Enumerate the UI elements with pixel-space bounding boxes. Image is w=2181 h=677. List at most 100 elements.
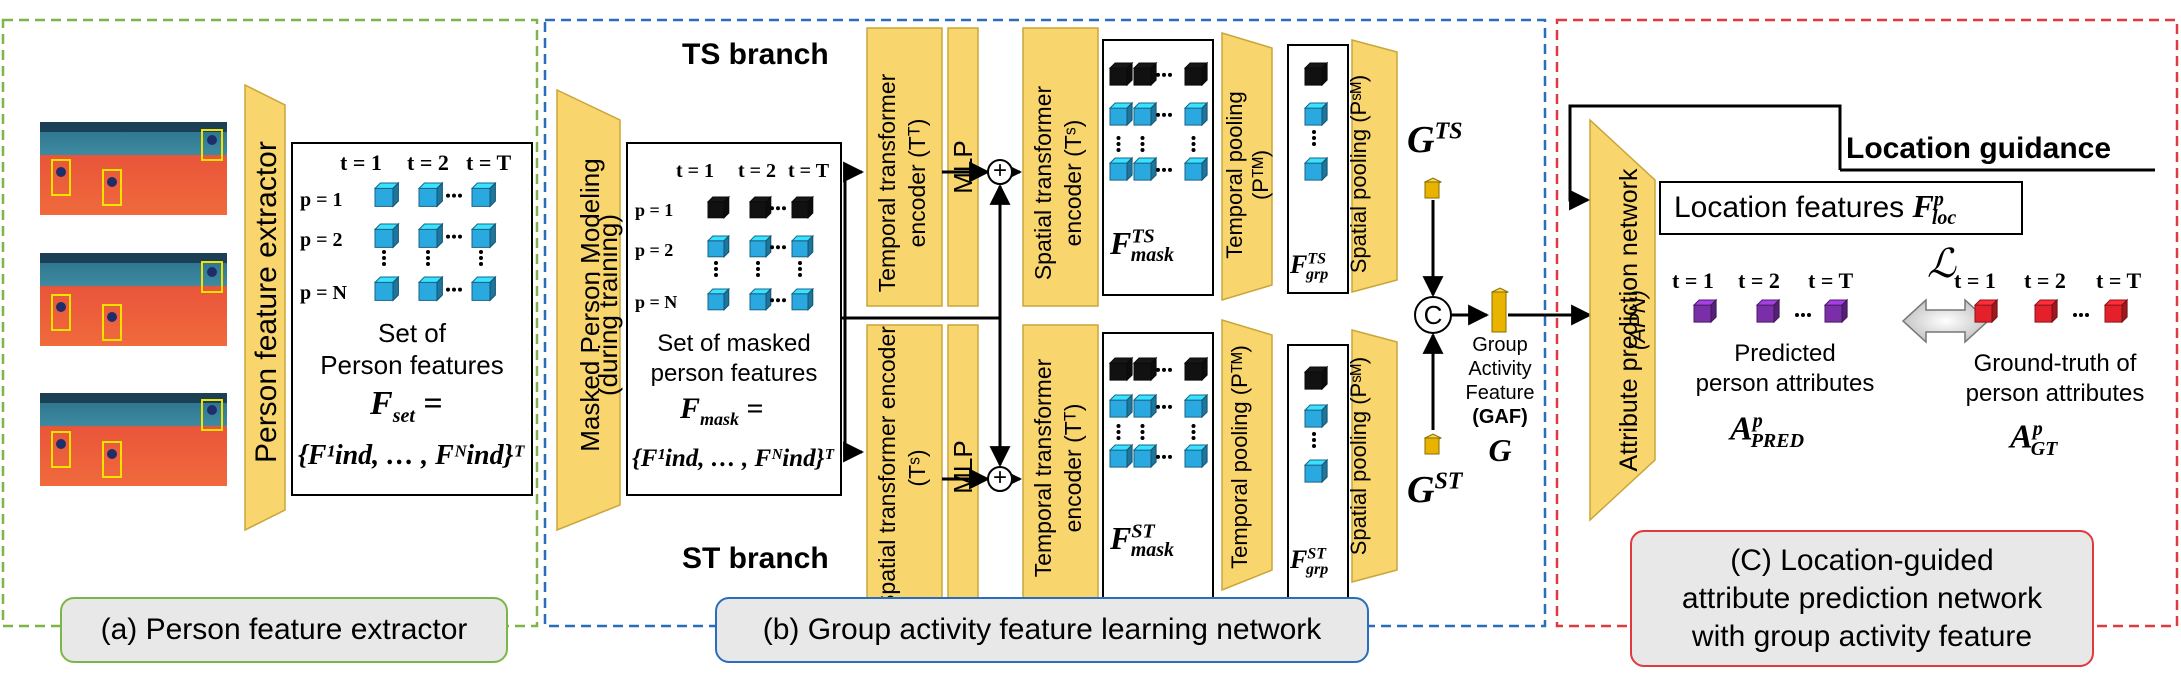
g-st-cube [1423,433,1443,455]
st-fmask-cube-r0-c2 [1183,356,1209,382]
g-ts-label: GTS [1407,118,1463,161]
ts-fmask-cube-r1-c1 [1132,101,1158,127]
a-grid-cube-r2-c2 [470,275,497,302]
person-feature-extractor-label: Person feature extractor [250,141,283,463]
ts-mlp-label: MLP [948,140,978,194]
a-set-caption-1: Set of [378,318,446,348]
video-frame-1 [40,122,227,215]
ts-temporal-encoder-block [866,27,943,307]
st-plus-node [987,466,1013,492]
pred-header-t1: t = 1 [1672,268,1714,293]
ts-plus-symbol: + [992,157,1007,184]
a-row-p2: p = 2 [300,229,343,251]
ts-plus-node [987,159,1013,185]
a-grid-cube-r1-c0 [373,222,400,249]
a-grid-cube-r1-c2 [470,222,497,249]
loss-symbol: ℒ [1927,241,1956,286]
a-grid-header-tT: t = T [466,150,512,175]
gaf-symbol: G [1488,432,1512,468]
st-fmask-label: FSTmask [1110,520,1175,562]
gt-header-t1: t = 1 [1954,268,1996,293]
b-grid-header-t1: t = 1 [676,160,715,182]
st-fmask-vdots-c0 [1116,424,1121,440]
pred-cube-2 [1823,298,1849,324]
st-fgrp-cube-0 [1303,365,1329,391]
pred-caption-1: Predicted [1734,340,1836,367]
ts-fmask-cube-r2-c1 [1132,156,1158,182]
b-grid-cube-r2-c1 [748,287,773,312]
a-grid-cube-r1-c1 [417,222,444,249]
apn-sub: (APN) [1625,290,1650,350]
ts-temporal-encoder-label: Temporal transformer encoder (Tᵀ) [874,73,930,293]
b-grid-hdots-r1 [770,245,786,250]
gt-caption-1: Ground-truth of [1973,350,2137,377]
gt-hdots [2073,313,2089,317]
pred-header-tT: t = T [1808,268,1854,293]
panel-c-caption: (C) Location-guided attribute prediction… [1630,530,2094,667]
a-grid-header-t1: t = 1 [340,150,382,175]
panel-c-caption-line-1: (C) Location-guided [1730,543,1994,577]
apn-block [1589,118,1656,522]
masked-features-box [626,142,842,496]
b-grid-vdots-c2 [798,261,802,277]
a-grid-cube-r0-c0 [373,181,400,208]
gt-header-tT: t = T [2096,268,2142,293]
a-set-formula-rhs: {F¹ind, … , Fᴺind}ᵀ [298,440,524,471]
gaf-line-4: (GAF) [1472,406,1528,428]
b-grid-cube-r1-c0 [706,234,731,259]
st-spatial-encoder-label: Spatial transformer encoder (Tˢ) [874,326,930,610]
st-fgrp-cube-2 [1303,458,1329,484]
b-grid-cube-r0-c2 [790,195,815,220]
gaf-line-1: Group [1472,334,1528,356]
ts-fmask-cube-r1-c0 [1108,101,1134,127]
panel-c-caption-line-3: with group activity feature [1691,619,2033,653]
st-fmask-cube-r1-c0 [1108,393,1134,419]
a-grid-vdots-c0 [382,250,386,266]
location-features-box [1659,181,2023,235]
ts-fmask-hdots-r1 [1156,112,1172,117]
b-grid-cube-r0-c0 [706,195,731,220]
a-set-formula-lhs: Fset = [370,385,443,427]
ts-fgrp-cube-1 [1303,101,1329,127]
video-frame-2 [40,253,227,346]
ts-fmask-label: FTSmask [1110,225,1175,267]
b-grid-header-t2: t = 2 [738,160,777,182]
b-grid-cube-r1-c2 [790,234,815,259]
ts-fmask-cube-r2-c2 [1183,156,1209,182]
st-fmask-cube-r2-c0 [1108,443,1134,469]
ts-temporal-pooling-block [1221,31,1273,302]
b-grid-cube-r0-c1 [748,195,773,220]
gt-cube-0 [1973,298,1999,324]
st-fmask-cube-r1-c2 [1183,393,1209,419]
ts-spatial-pooling-label: Spatial pooling (Pˢᴹ) [1346,74,1371,274]
b-masked-formula-lhs: Fmask = [680,392,764,429]
pred-cube-1 [1755,298,1781,324]
panel-b-caption: (b) Group activity feature learning netw… [715,597,1369,663]
b-grid-vdots-c1 [756,261,760,277]
gaf-line-3: Feature [1465,382,1535,404]
ts-fmask-cube-r0-c1 [1132,61,1158,87]
ts-fgrp-cube-2 [1303,156,1329,182]
a-grid-cube-r0-c1 [417,181,444,208]
st-plus-symbol: + [992,464,1007,491]
gt-symbol: ApGT [2010,418,2058,461]
gt-header-t2: t = 2 [2024,268,2066,293]
pred-hdots [1795,313,1811,317]
a-grid-hdots-r0 [446,193,462,198]
st-spatial-pooling-label: Spatial pooling (Pˢᴹ) [1346,356,1371,556]
b-grid-header-tT: t = T [788,160,830,182]
g-st-label: GST [1407,468,1463,511]
ts-fmask-cube-r2-c0 [1108,156,1134,182]
g-ts-cube [1423,177,1443,199]
a-grid-cube-r0-c2 [470,181,497,208]
a-grid-vdots-c2 [479,250,483,266]
ts-spatial-encoder-label: Spatial transformer encoder (Tˢ) [1030,85,1086,281]
ts-fmask-cube-r0-c0 [1108,61,1134,87]
st-fmask-cube-r0-c0 [1108,356,1134,382]
a-grid-cube-r2-c1 [417,275,444,302]
st-spatial-pooling-block [1351,329,1398,583]
ts-spatial-encoder-block [1022,27,1099,307]
st-temporal-pooling-label: Temporal pooling (Pᵀᴹ) [1227,345,1252,569]
a-row-p1: p = 1 [300,189,343,211]
